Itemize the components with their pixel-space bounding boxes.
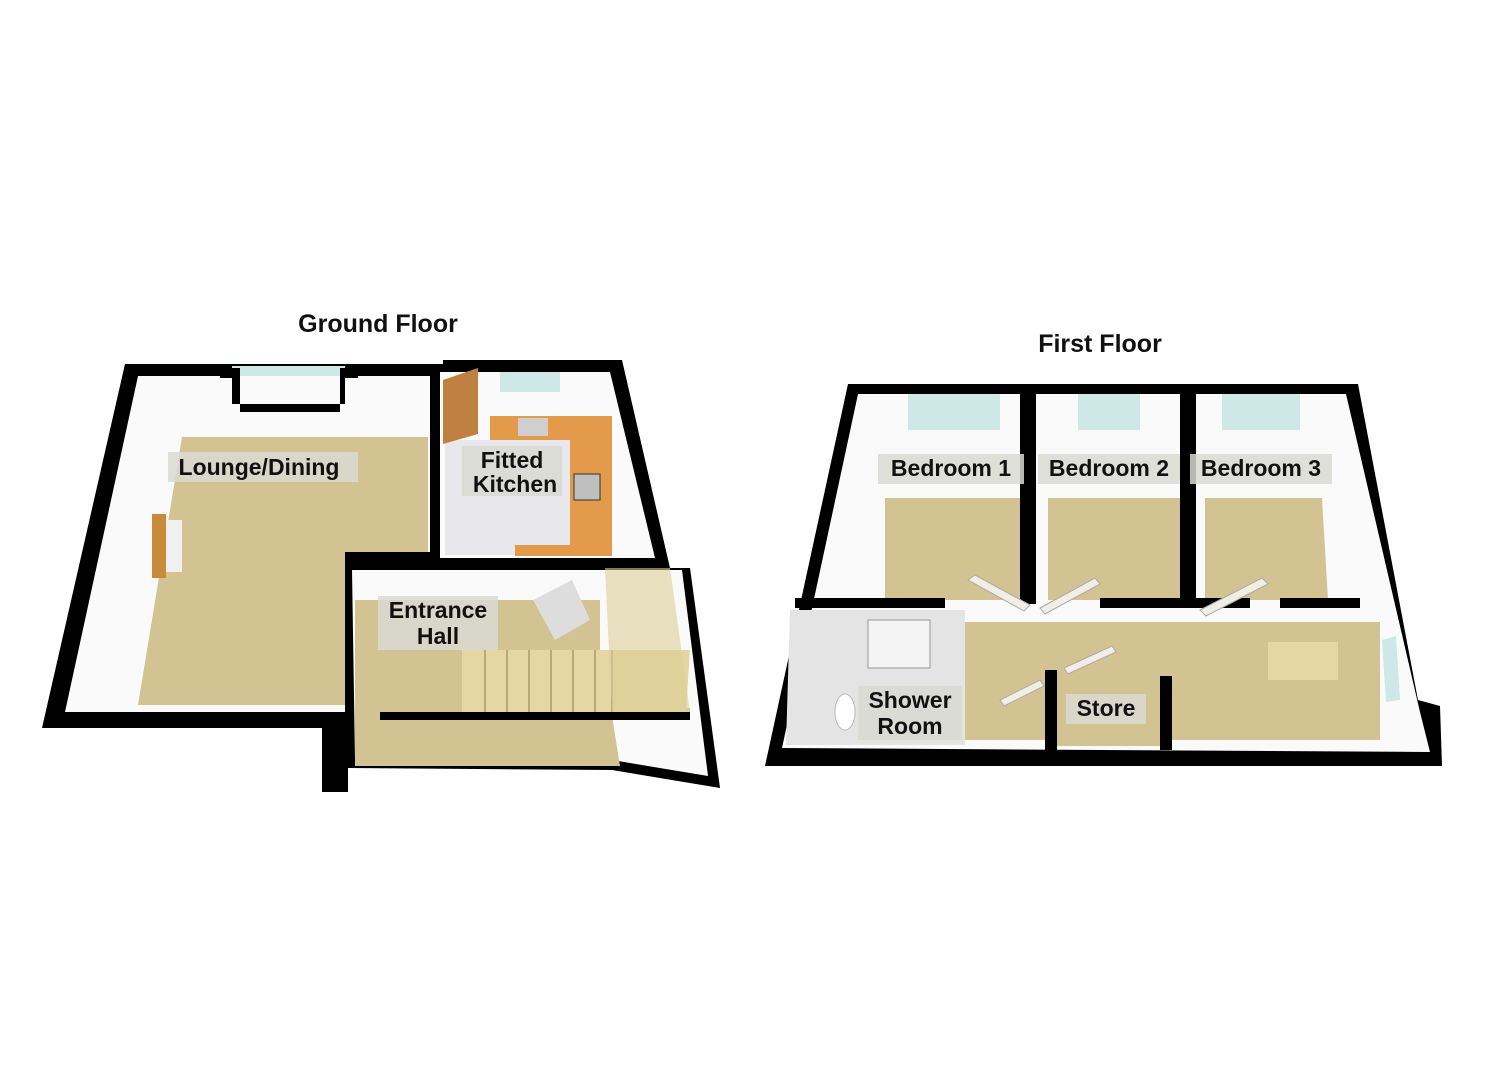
- shower-tray: [867, 619, 931, 669]
- store-wall-left: [1045, 670, 1057, 750]
- kitchen-sink: [518, 418, 548, 436]
- landing: [605, 568, 690, 712]
- ground-floor-title: Ground Floor: [298, 310, 458, 338]
- bedroom1-label: Bedroom 1: [891, 455, 1011, 481]
- lounge-floor: [138, 437, 428, 705]
- wall-bed2-landing: [1100, 598, 1250, 608]
- bedroom1-window: [908, 394, 1000, 430]
- cupboard-door: [533, 580, 590, 640]
- kitchen-label-line1: Fitted: [481, 447, 544, 473]
- shower-label-line2: Room: [877, 713, 942, 739]
- toilet: [834, 693, 856, 731]
- wall-bed2-bed3: [1180, 394, 1196, 604]
- bedroom3-door: [1199, 577, 1269, 617]
- bedroom1-label-bg: [878, 454, 1024, 484]
- bedroom2-floor: [1048, 498, 1180, 600]
- kitchen-counter: [490, 416, 612, 556]
- lounge-window: [232, 366, 345, 376]
- ground-floor: Ground Floor Lounge/Dining Fitted Kitche…: [42, 310, 720, 792]
- kitchen-label-bg: [462, 446, 562, 496]
- bedroom1-floor: [885, 498, 1022, 600]
- stair-top: [1268, 642, 1338, 680]
- kitchen-window: [500, 372, 560, 392]
- lounge-label-bg: [168, 452, 358, 482]
- landing-window: [1382, 636, 1400, 702]
- bedroom2-label: Bedroom 2: [1049, 455, 1169, 481]
- hall-label-bg: [378, 596, 498, 650]
- wall-shower-top: [795, 598, 945, 608]
- kitchen-label-line2: Kitchen: [473, 471, 557, 497]
- hall-label-line1: Entrance: [389, 597, 487, 623]
- bedroom1-door: [967, 574, 1031, 612]
- bedroom2-label-bg: [1038, 454, 1180, 484]
- kitchen-back-door: [443, 368, 478, 444]
- shower-door: [999, 679, 1045, 707]
- store-wall-right: [1160, 676, 1172, 750]
- lounge-window-frame: [220, 368, 358, 412]
- fireplace: [152, 514, 166, 578]
- first-floor-title: First Floor: [1038, 330, 1162, 358]
- bedroom2-window: [1078, 394, 1140, 430]
- store-label-bg: [1066, 694, 1146, 724]
- hearth: [166, 520, 182, 572]
- hob: [573, 473, 601, 501]
- bedroom3-label-bg: [1190, 454, 1332, 484]
- first-floor: First Floor Bedroom 1: [765, 330, 1442, 766]
- hall-stair-wall: [380, 712, 690, 720]
- wall-bed3-landing: [1280, 598, 1360, 608]
- shower-label-line1: Shower: [868, 687, 951, 713]
- lounge-label: Lounge/Dining: [179, 454, 340, 480]
- hall-label-line2: Hall: [417, 623, 459, 649]
- bedroom3-window: [1222, 394, 1300, 430]
- bedroom3-label: Bedroom 3: [1201, 455, 1321, 481]
- bedroom3-floor: [1205, 498, 1328, 600]
- shower-label-bg: [858, 686, 962, 740]
- store-label: Store: [1077, 695, 1136, 721]
- bedroom2-door: [1039, 577, 1101, 615]
- wall-bed1-bed2: [1020, 394, 1036, 604]
- store-door: [1063, 645, 1117, 675]
